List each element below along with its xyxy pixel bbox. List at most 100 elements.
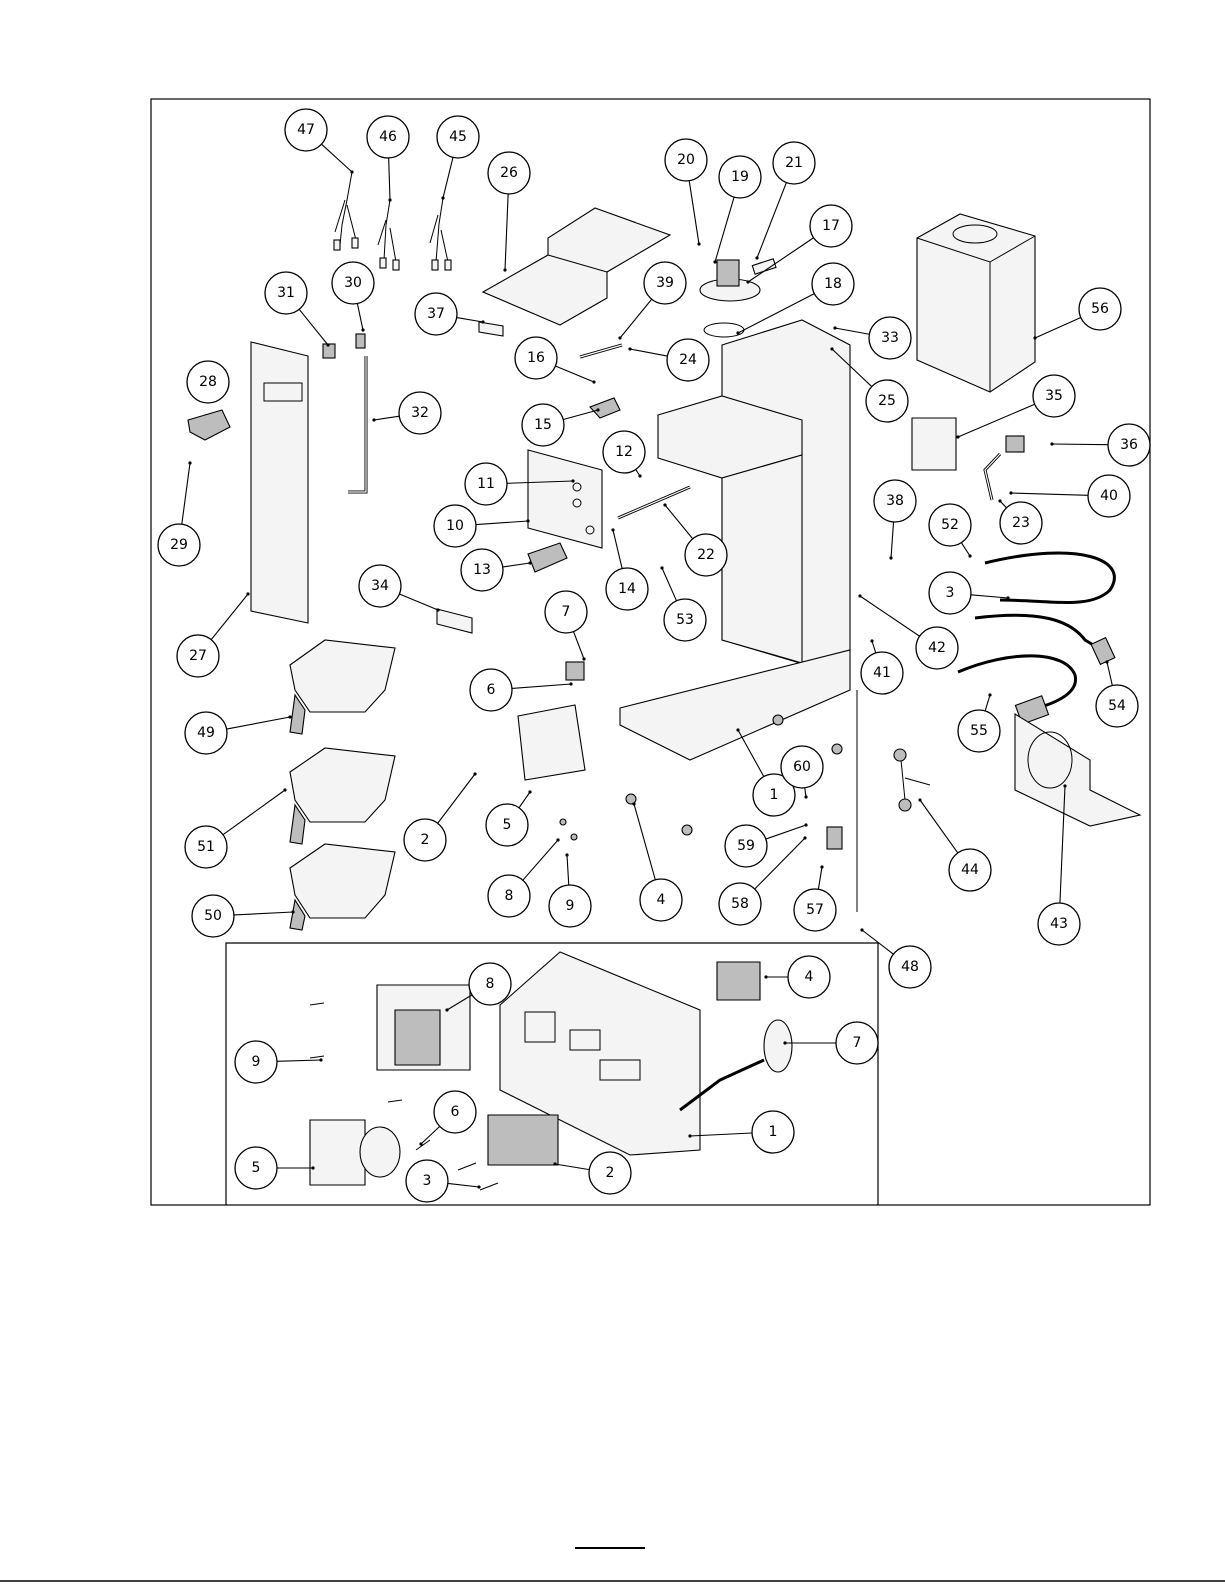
main-leader-57 xyxy=(818,867,822,889)
main-callout-number: 33 xyxy=(881,330,899,346)
main-callout-15: 15 xyxy=(522,404,564,446)
main-leader-20 xyxy=(689,181,699,244)
main-leader-tip-56 xyxy=(1033,336,1036,339)
main-callout-number: 39 xyxy=(656,275,674,291)
main-callout-2: 2 xyxy=(404,819,446,861)
main-callout-52: 52 xyxy=(929,504,971,546)
main-callout-number: 16 xyxy=(527,350,545,366)
inset-callout-number: 2 xyxy=(606,1165,615,1181)
main-callout-24: 24 xyxy=(667,339,709,381)
main-callout-41: 41 xyxy=(861,652,903,694)
main-leader-tip-19 xyxy=(713,260,716,263)
inset-leader-tip-4 xyxy=(764,975,767,978)
main-callout-8: 8 xyxy=(488,875,530,917)
main-callout-number: 27 xyxy=(189,648,207,664)
main-leader-24 xyxy=(630,349,667,356)
inset-artwork xyxy=(310,952,792,1190)
main-leader-tip-10 xyxy=(526,519,529,522)
inset-callout-5: 5 xyxy=(235,1147,277,1189)
main-callout-number: 35 xyxy=(1045,388,1063,404)
main-callout-number: 57 xyxy=(806,902,824,918)
main-callout-number: 47 xyxy=(297,122,315,138)
main-leader-tip-30 xyxy=(361,328,364,331)
main-leader-tip-36 xyxy=(1050,442,1053,445)
main-callout-number: 36 xyxy=(1120,437,1138,453)
main-callout-number: 9 xyxy=(566,898,575,914)
main-callout-47: 47 xyxy=(285,109,327,151)
main-callout-number: 59 xyxy=(737,838,755,854)
main-leader-59 xyxy=(766,825,806,839)
main-leader-tip-41 xyxy=(870,639,873,642)
main-callout-number: 29 xyxy=(170,537,188,553)
main-leader-37 xyxy=(457,318,483,322)
main-callout-number: 1 xyxy=(770,787,779,803)
main-leader-tip-43 xyxy=(1063,784,1066,787)
main-callout-number: 43 xyxy=(1050,916,1068,932)
main-leader-tip-1 xyxy=(736,728,739,731)
control-panel xyxy=(528,450,602,548)
main-leader-14 xyxy=(613,530,622,569)
main-leader-tip-11 xyxy=(571,479,574,482)
main-leader-32 xyxy=(374,416,399,420)
main-leader-tip-31 xyxy=(326,343,329,346)
main-leader-tip-38 xyxy=(889,556,892,559)
main-leader-tip-22 xyxy=(663,503,666,506)
main-callout-number: 46 xyxy=(379,129,397,145)
main-leader-tip-17 xyxy=(746,280,749,283)
main-leader-40 xyxy=(1011,493,1088,495)
main-callout-23: 23 xyxy=(1000,502,1042,544)
main-callout-number: 45 xyxy=(449,129,467,145)
main-callout-34: 34 xyxy=(359,565,401,607)
main-leader-15 xyxy=(563,410,598,419)
main-leader-41 xyxy=(872,641,876,653)
main-leader-39 xyxy=(620,299,652,338)
inset-leader-6 xyxy=(421,1126,440,1144)
main-callout-number: 25 xyxy=(878,393,896,409)
main-callout-30: 30 xyxy=(332,262,374,304)
main-leader-7 xyxy=(574,632,584,659)
inset-callout-number: 4 xyxy=(805,969,814,985)
main-leader-44 xyxy=(920,800,958,853)
main-callout-number: 53 xyxy=(676,612,694,628)
main-callout-48: 48 xyxy=(889,946,931,988)
main-leader-tip-37 xyxy=(481,320,484,323)
main-leader-55 xyxy=(985,695,990,711)
main-callout-12: 12 xyxy=(603,431,645,473)
inset-callout-7: 7 xyxy=(836,1022,878,1064)
main-callout-59: 59 xyxy=(725,825,767,867)
main-leader-tip-51 xyxy=(283,788,286,791)
inset-callout-6: 6 xyxy=(434,1091,476,1133)
main-leader-16 xyxy=(555,366,594,382)
inset-leader-tip-3 xyxy=(477,1185,480,1188)
main-callout-number: 17 xyxy=(822,218,840,234)
main-callout-49: 49 xyxy=(185,712,227,754)
main-callout-number: 10 xyxy=(446,518,464,534)
main-callout-number: 3 xyxy=(946,585,955,601)
inset-callout-number: 5 xyxy=(252,1160,261,1176)
main-callout-16: 16 xyxy=(515,337,557,379)
main-leader-tip-46 xyxy=(388,198,391,201)
main-leader-3 xyxy=(971,595,1008,598)
main-callout-35: 35 xyxy=(1033,375,1075,417)
main-leader-tip-24 xyxy=(628,347,631,350)
main-leader-29 xyxy=(182,463,190,524)
main-leader-tip-18 xyxy=(736,331,739,334)
main-leader-33 xyxy=(835,328,869,334)
main-callout-number: 51 xyxy=(197,839,215,855)
main-callout-4: 4 xyxy=(640,879,682,921)
main-leader-tip-54 xyxy=(1105,660,1108,663)
main-callout-27: 27 xyxy=(177,635,219,677)
inset-leader-tip-7 xyxy=(783,1041,786,1044)
main-leader-27 xyxy=(211,594,248,640)
main-leader-31 xyxy=(299,309,328,345)
brew-funnels xyxy=(290,640,395,930)
inset-callout-number: 8 xyxy=(486,976,495,992)
main-callout-number: 32 xyxy=(411,405,429,421)
inset-callout-1: 1 xyxy=(752,1111,794,1153)
main-callout-number: 41 xyxy=(873,665,891,681)
inset-leader-tip-5 xyxy=(311,1166,314,1169)
inset-callout-9: 9 xyxy=(235,1041,277,1083)
main-leader-tip-59 xyxy=(804,823,807,826)
main-leader-19 xyxy=(715,197,734,262)
main-leader-47 xyxy=(322,144,352,172)
